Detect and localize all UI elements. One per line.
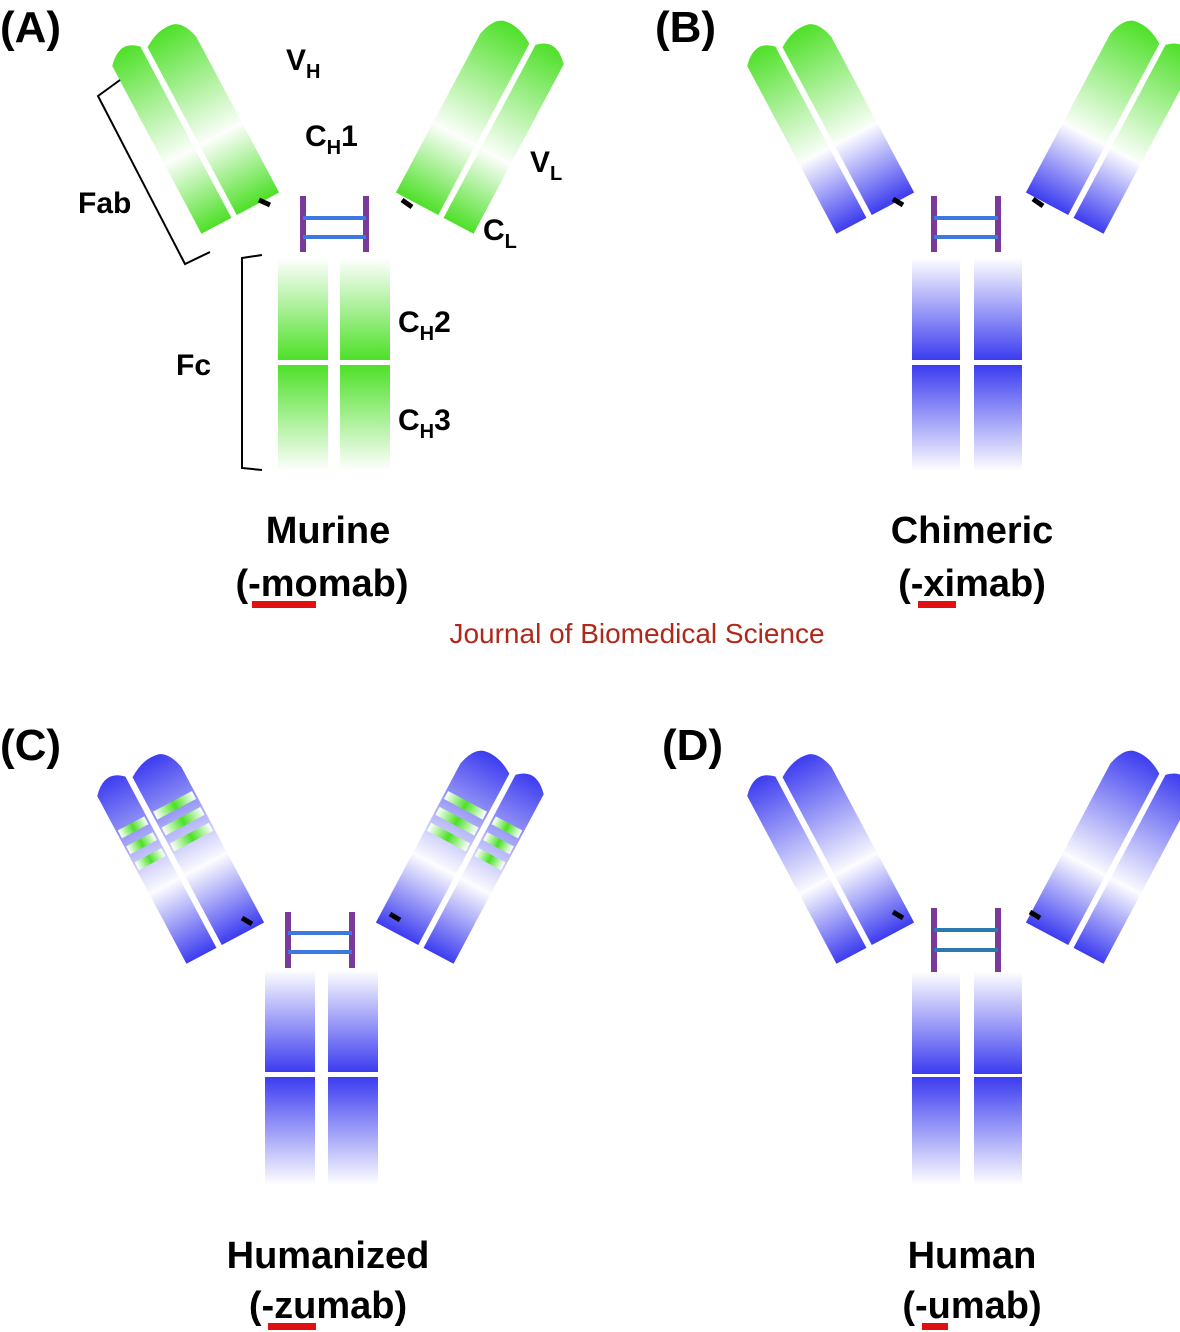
fab-label: Fab [78,187,131,220]
panel-c-letter: (C) [0,721,61,770]
panel-d [747,750,1180,1185]
fc-label: Fc [176,349,211,382]
panel-b-suffix: (-ximab) [898,563,1046,605]
ch1-label: CH1 [305,120,358,159]
ch2-label: CH2 [398,306,451,345]
panel-b-letter: (B) [655,3,716,52]
panel-a-suffix: (-momab) [235,563,408,605]
panel-d-underline [922,1323,948,1330]
panel-d-suffix: (-umab) [902,1285,1041,1327]
panel-c-underline [268,1323,316,1330]
panel-c [97,750,544,1185]
panel-d-letter: (D) [662,721,723,770]
panel-a-letter: (A) [0,3,61,52]
panel-c-name: Humanized [227,1235,430,1277]
journal-watermark: Journal of Biomedical Science [449,618,824,649]
panel-a [96,20,564,471]
panel-b [747,20,1180,471]
cl-label: CL [483,214,517,253]
ch3-label: CH3 [398,404,451,443]
vl-label: VL [530,146,562,185]
panel-a-name: Murine [266,510,391,552]
panel-b-underline [918,601,956,608]
panel-d-name: Human [908,1235,1037,1277]
panel-a-underline [252,601,316,608]
panel-b-name: Chimeric [891,510,1054,552]
panel-c-suffix: (-zumab) [249,1285,407,1327]
vh-label: VH [286,44,320,83]
